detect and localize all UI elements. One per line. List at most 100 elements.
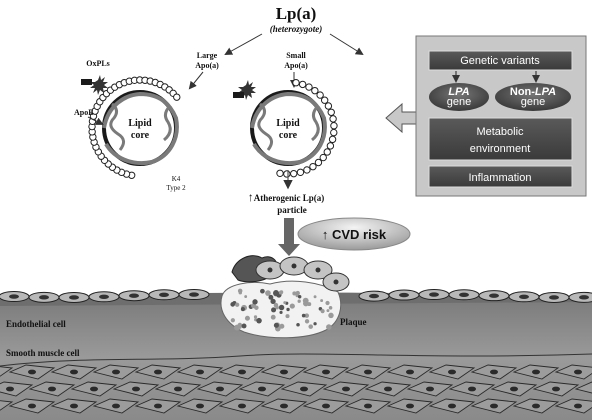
endothelial-nucleus [69,295,79,300]
lipid-core-large-label-2: core [131,130,150,141]
title-arrow-right [329,33,364,56]
kringle-bead [330,122,338,130]
foam-particle [283,301,287,305]
foam-particle [265,290,271,296]
inflammation-label: Inflammation [469,172,532,184]
endothelial-nucleus [489,293,499,298]
kringle-bead [327,108,335,116]
foam-particle [285,314,290,319]
endothelial-cell-layer [0,289,592,303]
foam-particle [329,314,333,319]
foam-particle [271,307,277,313]
endothelial-nucleus [39,295,49,300]
foam-particle [241,323,247,329]
smooth-muscle-nucleus [300,386,308,392]
smooth-muscle-nucleus [280,403,288,409]
smooth-muscle-nucleus [574,369,582,375]
smooth-muscle-nucleus [490,403,498,409]
foam-particle [313,295,317,299]
foam-particle [268,294,274,300]
apob-wiggle-large [109,102,172,151]
smooth-muscle-nucleus [448,403,456,409]
smooth-muscle-nucleus [258,386,266,392]
factors-panel: Genetic variants LPA gene Non-LPA gene M… [385,35,587,197]
smooth-muscle-nucleus [70,369,78,375]
lpa-gene-ellipse [429,83,489,111]
foam-particle [279,323,285,329]
plaque-foam-cells [230,288,334,332]
smooth-muscle-nucleus [448,369,456,375]
foam-particle [304,313,310,318]
apob-pointer [87,116,104,125]
nonlpa-gene-sub: gene [521,96,545,108]
oxpls-label: OxPLs [86,59,110,68]
kringle-bead [326,142,335,150]
foam-particle [273,302,279,308]
large-apoa-particle: Large Apo(a) Lipid core OxPLs ApoB K4 Ty… [74,51,219,192]
kringle-bead [328,135,337,144]
smooth-muscle-nucleus [406,403,414,409]
plaque-label: Plaque [340,317,367,327]
kringle-bead [303,166,311,174]
smooth-muscle-nucleus [112,369,120,375]
endothelial-label: Endothelial cell [6,319,66,329]
foam-particle [238,325,242,329]
kringle-bead [290,169,298,178]
foam-particle [289,303,295,309]
smooth-muscle-layer [0,353,592,414]
foam-particle [244,295,248,298]
smooth-muscle-nucleus [384,386,392,392]
foam-particle [297,295,302,299]
smooth-muscle-nucleus [532,403,540,409]
large-apoa-pointer [188,71,204,90]
smooth-muscle-cell [0,366,14,377]
foam-particle [286,307,290,312]
kringle-bead [305,83,313,91]
endothelial-nucleus [189,292,199,297]
apob-wiggle-small [257,102,320,151]
arrow-to-plaque [278,218,300,256]
apob-label: ApoB [74,108,94,117]
kringle-bead [296,168,305,176]
plaque-cap-nucleus-2 [291,263,297,269]
kringle-bead [298,80,307,89]
foam-particle [326,324,332,330]
smooth-muscle-nucleus [48,386,56,392]
apob-wrap-small [250,91,327,165]
lipid-core-small-label-2: core [279,130,298,141]
title-arrow-left [224,33,263,55]
kringle-bead [309,162,317,171]
smooth-muscle-nucleus [574,403,582,409]
foam-particle [230,318,235,323]
kringle-bead [329,115,337,123]
k4-type-label: Type 2 [166,184,186,192]
lpa-gene-label: LPA [448,86,469,98]
endothelial-nucleus [519,294,529,299]
foam-particle [278,304,285,311]
foam-particle [304,319,310,324]
plaque-cap-nucleus-1 [267,267,273,273]
kringle-bead [314,158,323,167]
nonlpa-gene-label: Non-LPA [510,86,556,98]
foam-particle [278,290,283,295]
small-apoa-label-2: Apo(a) [284,61,308,70]
plaque-cap-nucleus-4 [333,279,339,285]
smooth-muscle-nucleus [406,369,414,375]
nonlpa-gene-ellipse [495,83,571,111]
foam-particle [320,299,324,303]
metabolic-environment-box [428,117,573,161]
foam-particle [256,317,262,324]
genetic-variants-label: Genetic variants [460,55,540,67]
cvd-risk-badge [297,217,411,251]
atherogenic-line-2: particle [277,205,307,215]
foam-particle [301,313,306,318]
smooth-muscle-nucleus [510,386,518,392]
smooth-muscle-nucleus [490,369,498,375]
endothelial-nucleus [549,295,559,300]
smooth-muscle-cell [0,381,34,397]
foam-particle [238,291,242,295]
kringle-bead [323,148,331,156]
foam-particle [270,298,276,305]
endothelial-nucleus [459,292,469,297]
